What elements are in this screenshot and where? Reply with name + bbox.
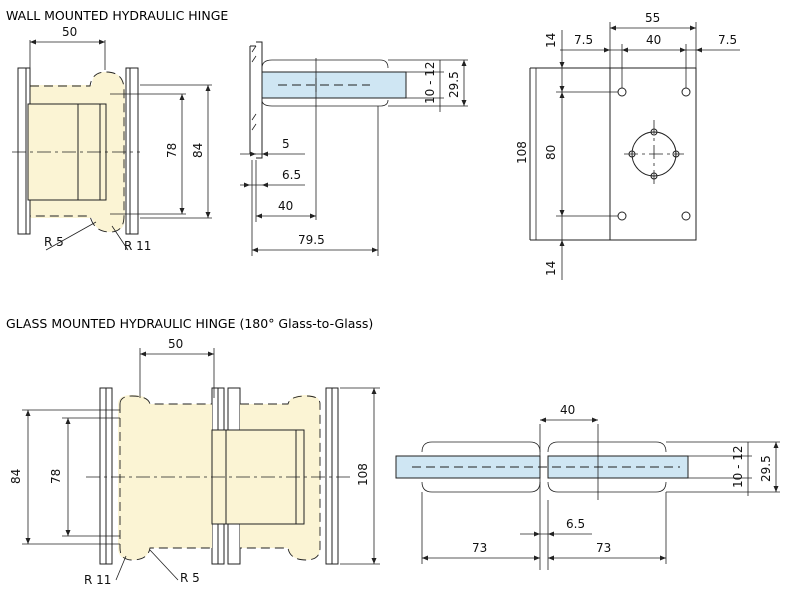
- glass-front-r11-label: R 11: [84, 573, 111, 587]
- glass-side-73-left-dim: 73: [472, 541, 487, 555]
- glass-side-depth-dim: 29.5: [759, 455, 773, 482]
- plate-7-5-left-dim: 7.5: [574, 33, 593, 47]
- glass-front-view: 50 84 78 108 R 11 R 5: [9, 337, 380, 587]
- glass-side-6-5-dim: 6.5: [566, 517, 585, 531]
- glass-front-78-dim: 78: [49, 469, 63, 484]
- plate-55-dim: 55: [645, 11, 660, 25]
- wall-front-84-dim: 84: [191, 143, 205, 158]
- glass-side-view: 40 10 - 12 29.5 6.5 73 73: [395, 403, 780, 570]
- plate-14-bottom-dim: 14: [544, 261, 558, 276]
- wall-front-width-dim: 50: [62, 25, 77, 39]
- wall-front-r5-label: R 5: [44, 235, 64, 249]
- wall-front-r11-label: R 11: [124, 239, 151, 253]
- wall-side-6-5-dim: 6.5: [282, 168, 301, 182]
- plate-40-dim: 40: [646, 33, 661, 47]
- glass-front-108-dim: 108: [356, 463, 370, 486]
- wall-side-5-dim: 5: [282, 137, 290, 151]
- plate-80-dim: 80: [544, 145, 558, 160]
- glass-side-thickness-dim: 10 - 12: [731, 446, 745, 489]
- plate-7-5-right-dim: 7.5: [718, 33, 737, 47]
- glass-hinge-title: GLASS MOUNTED HYDRAULIC HINGE (180° Glas…: [6, 316, 374, 331]
- wall-side-view: 10 - 12 29.5 5 6.5 40 79.5: [240, 41, 468, 256]
- glass-front-84-dim: 84: [9, 469, 23, 484]
- wall-side-depth-dim: 29.5: [447, 71, 461, 98]
- glass-side-73-right-dim: 73: [596, 541, 611, 555]
- glass-side-40-dim: 40: [560, 403, 575, 417]
- wall-plate-view: 55 7.5 40 7.5 108 80 14 14: [515, 11, 740, 280]
- wall-front-view: 50 78 84 R 5 R 11: [12, 25, 212, 253]
- wall-side-79-5-dim: 79.5: [298, 233, 325, 247]
- wall-hinge-title: WALL MOUNTED HYDRAULIC HINGE: [6, 8, 229, 23]
- glass-front-r5-label: R 5: [180, 571, 200, 585]
- wall-side-40-dim: 40: [278, 199, 293, 213]
- wall-side-glass-thickness-dim: 10 - 12: [423, 62, 437, 105]
- plate-14-top-dim: 14: [544, 33, 558, 48]
- plate-108-dim: 108: [515, 141, 529, 164]
- glass-front-width-dim: 50: [168, 337, 183, 351]
- wall-front-78-dim: 78: [165, 143, 179, 158]
